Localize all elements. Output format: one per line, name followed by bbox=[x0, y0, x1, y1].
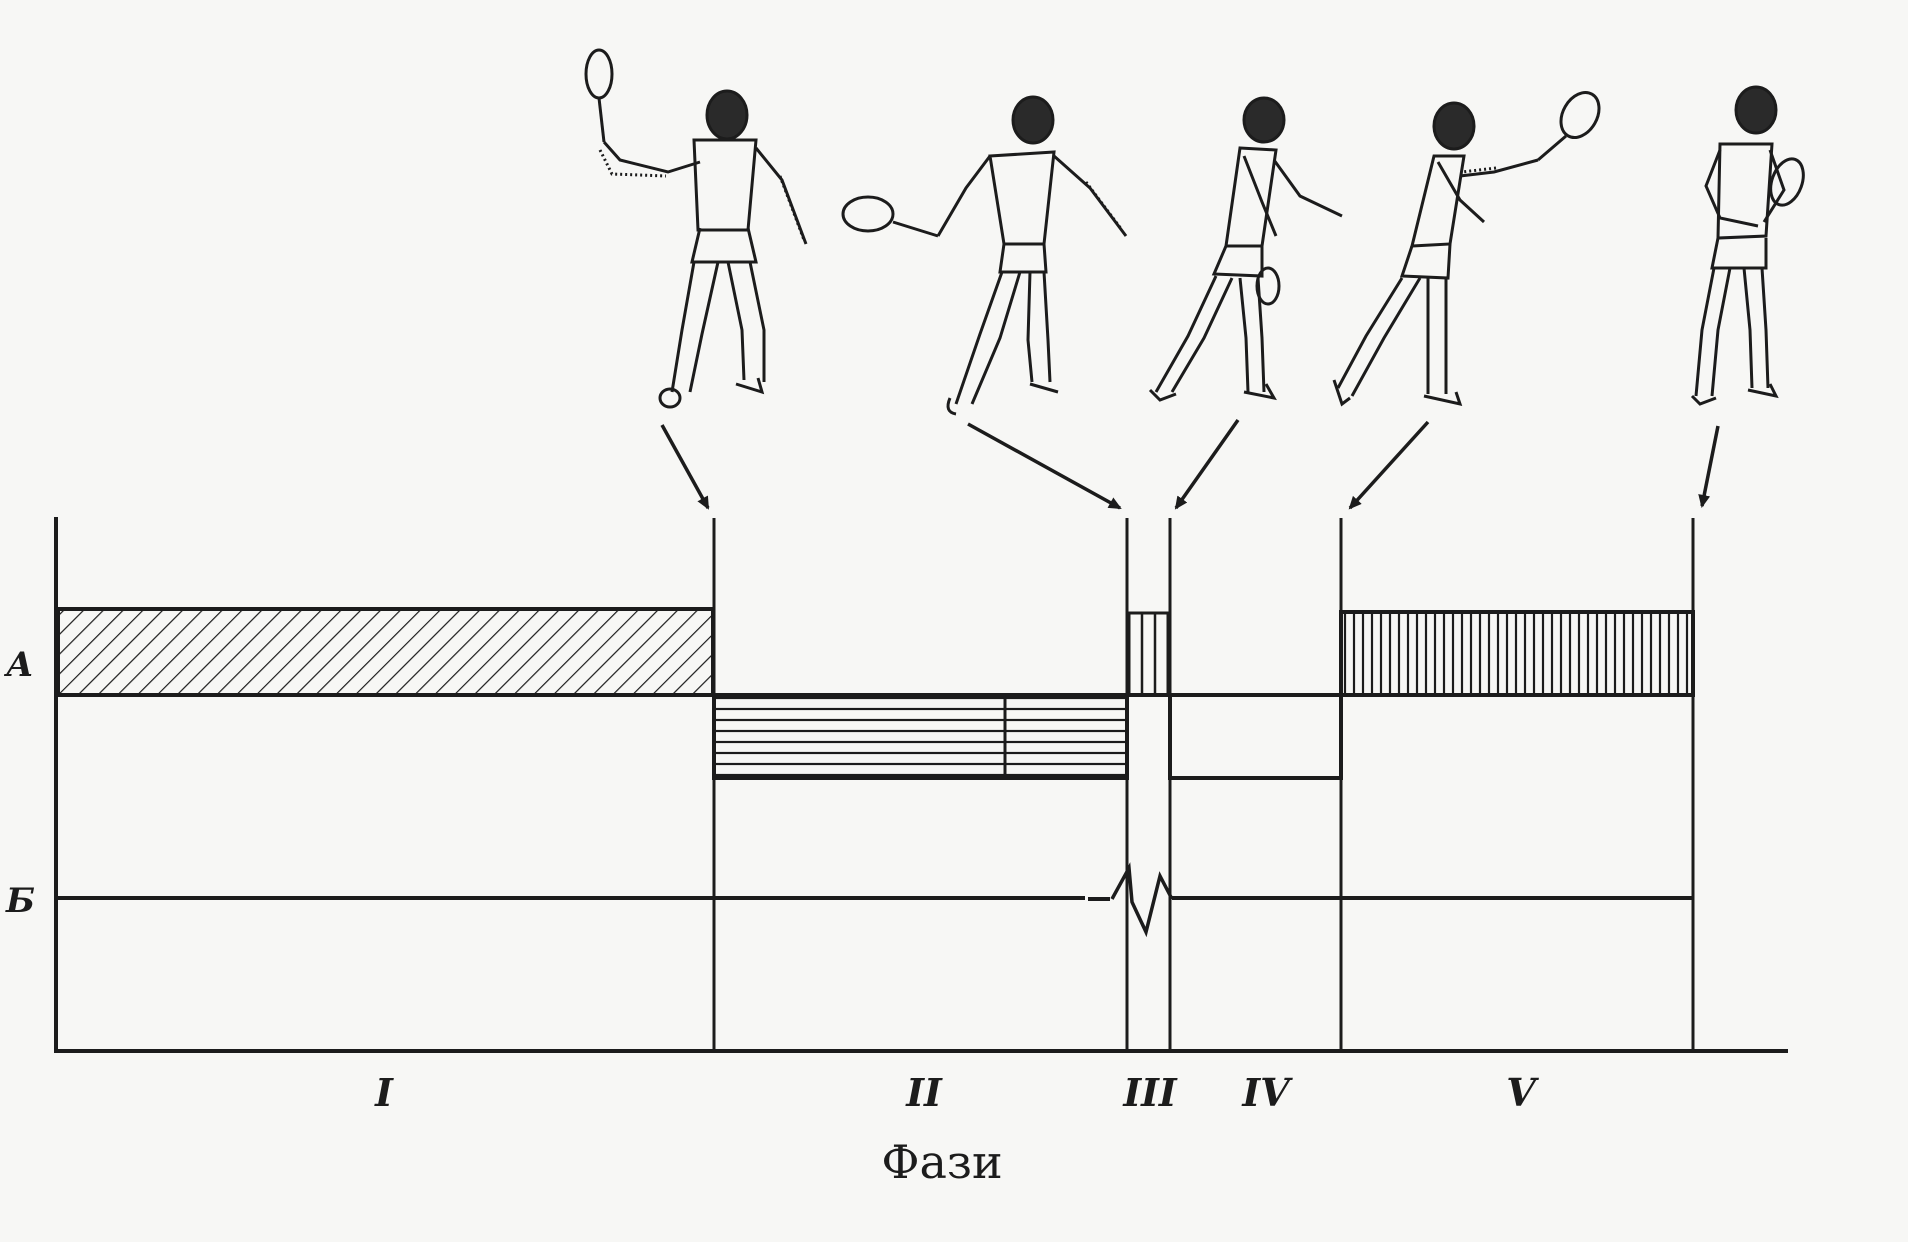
phase-boundaries bbox=[712, 518, 1695, 1051]
phase-label-3: III bbox=[1122, 1070, 1178, 1115]
row-a-bars bbox=[56, 607, 1695, 780]
player-figure-1 bbox=[584, 48, 808, 409]
player-figure-4 bbox=[1332, 91, 1601, 407]
player-figure-5 bbox=[1690, 85, 1805, 406]
arrow bbox=[1348, 420, 1430, 510]
phase-5-bar bbox=[1339, 610, 1695, 697]
racket-icon bbox=[841, 195, 895, 233]
arrow bbox=[660, 424, 710, 510]
arrow bbox=[1698, 425, 1720, 508]
row-label-a: А bbox=[3, 645, 34, 685]
player-figure-3 bbox=[1148, 96, 1343, 402]
caption: Фази bbox=[881, 1135, 1002, 1189]
phase-1-bar bbox=[56, 607, 715, 697]
head-icon bbox=[1734, 85, 1778, 135]
pointer-arrows bbox=[660, 418, 1720, 510]
axes bbox=[54, 517, 1788, 1053]
phase-label-5: V bbox=[1506, 1070, 1539, 1115]
row-label-b: Б bbox=[5, 881, 35, 921]
head-icon bbox=[1242, 96, 1286, 144]
arrow bbox=[967, 422, 1122, 510]
phase-3-bar bbox=[1127, 611, 1170, 697]
arrow bbox=[1174, 418, 1240, 510]
head-icon bbox=[1011, 95, 1055, 145]
row-b-line bbox=[58, 862, 1693, 938]
racket-icon bbox=[1559, 91, 1601, 139]
row-labels: А Б bbox=[3, 645, 35, 921]
impact-spike bbox=[1110, 862, 1174, 938]
phase-labels: I II III IV V bbox=[374, 1070, 1539, 1115]
phase-2-bar bbox=[712, 693, 1129, 780]
phase-label-1: I bbox=[374, 1070, 394, 1115]
racket-icon bbox=[584, 48, 614, 100]
racket-icon bbox=[1255, 266, 1281, 306]
racket-icon bbox=[1769, 157, 1805, 207]
phase-label-4: IV bbox=[1241, 1070, 1293, 1115]
phase-label-2: II bbox=[905, 1070, 943, 1115]
head-icon bbox=[1432, 101, 1476, 151]
head-icon bbox=[705, 89, 749, 141]
phase-4-bar bbox=[1168, 695, 1343, 780]
player-figure-2 bbox=[841, 95, 1128, 416]
